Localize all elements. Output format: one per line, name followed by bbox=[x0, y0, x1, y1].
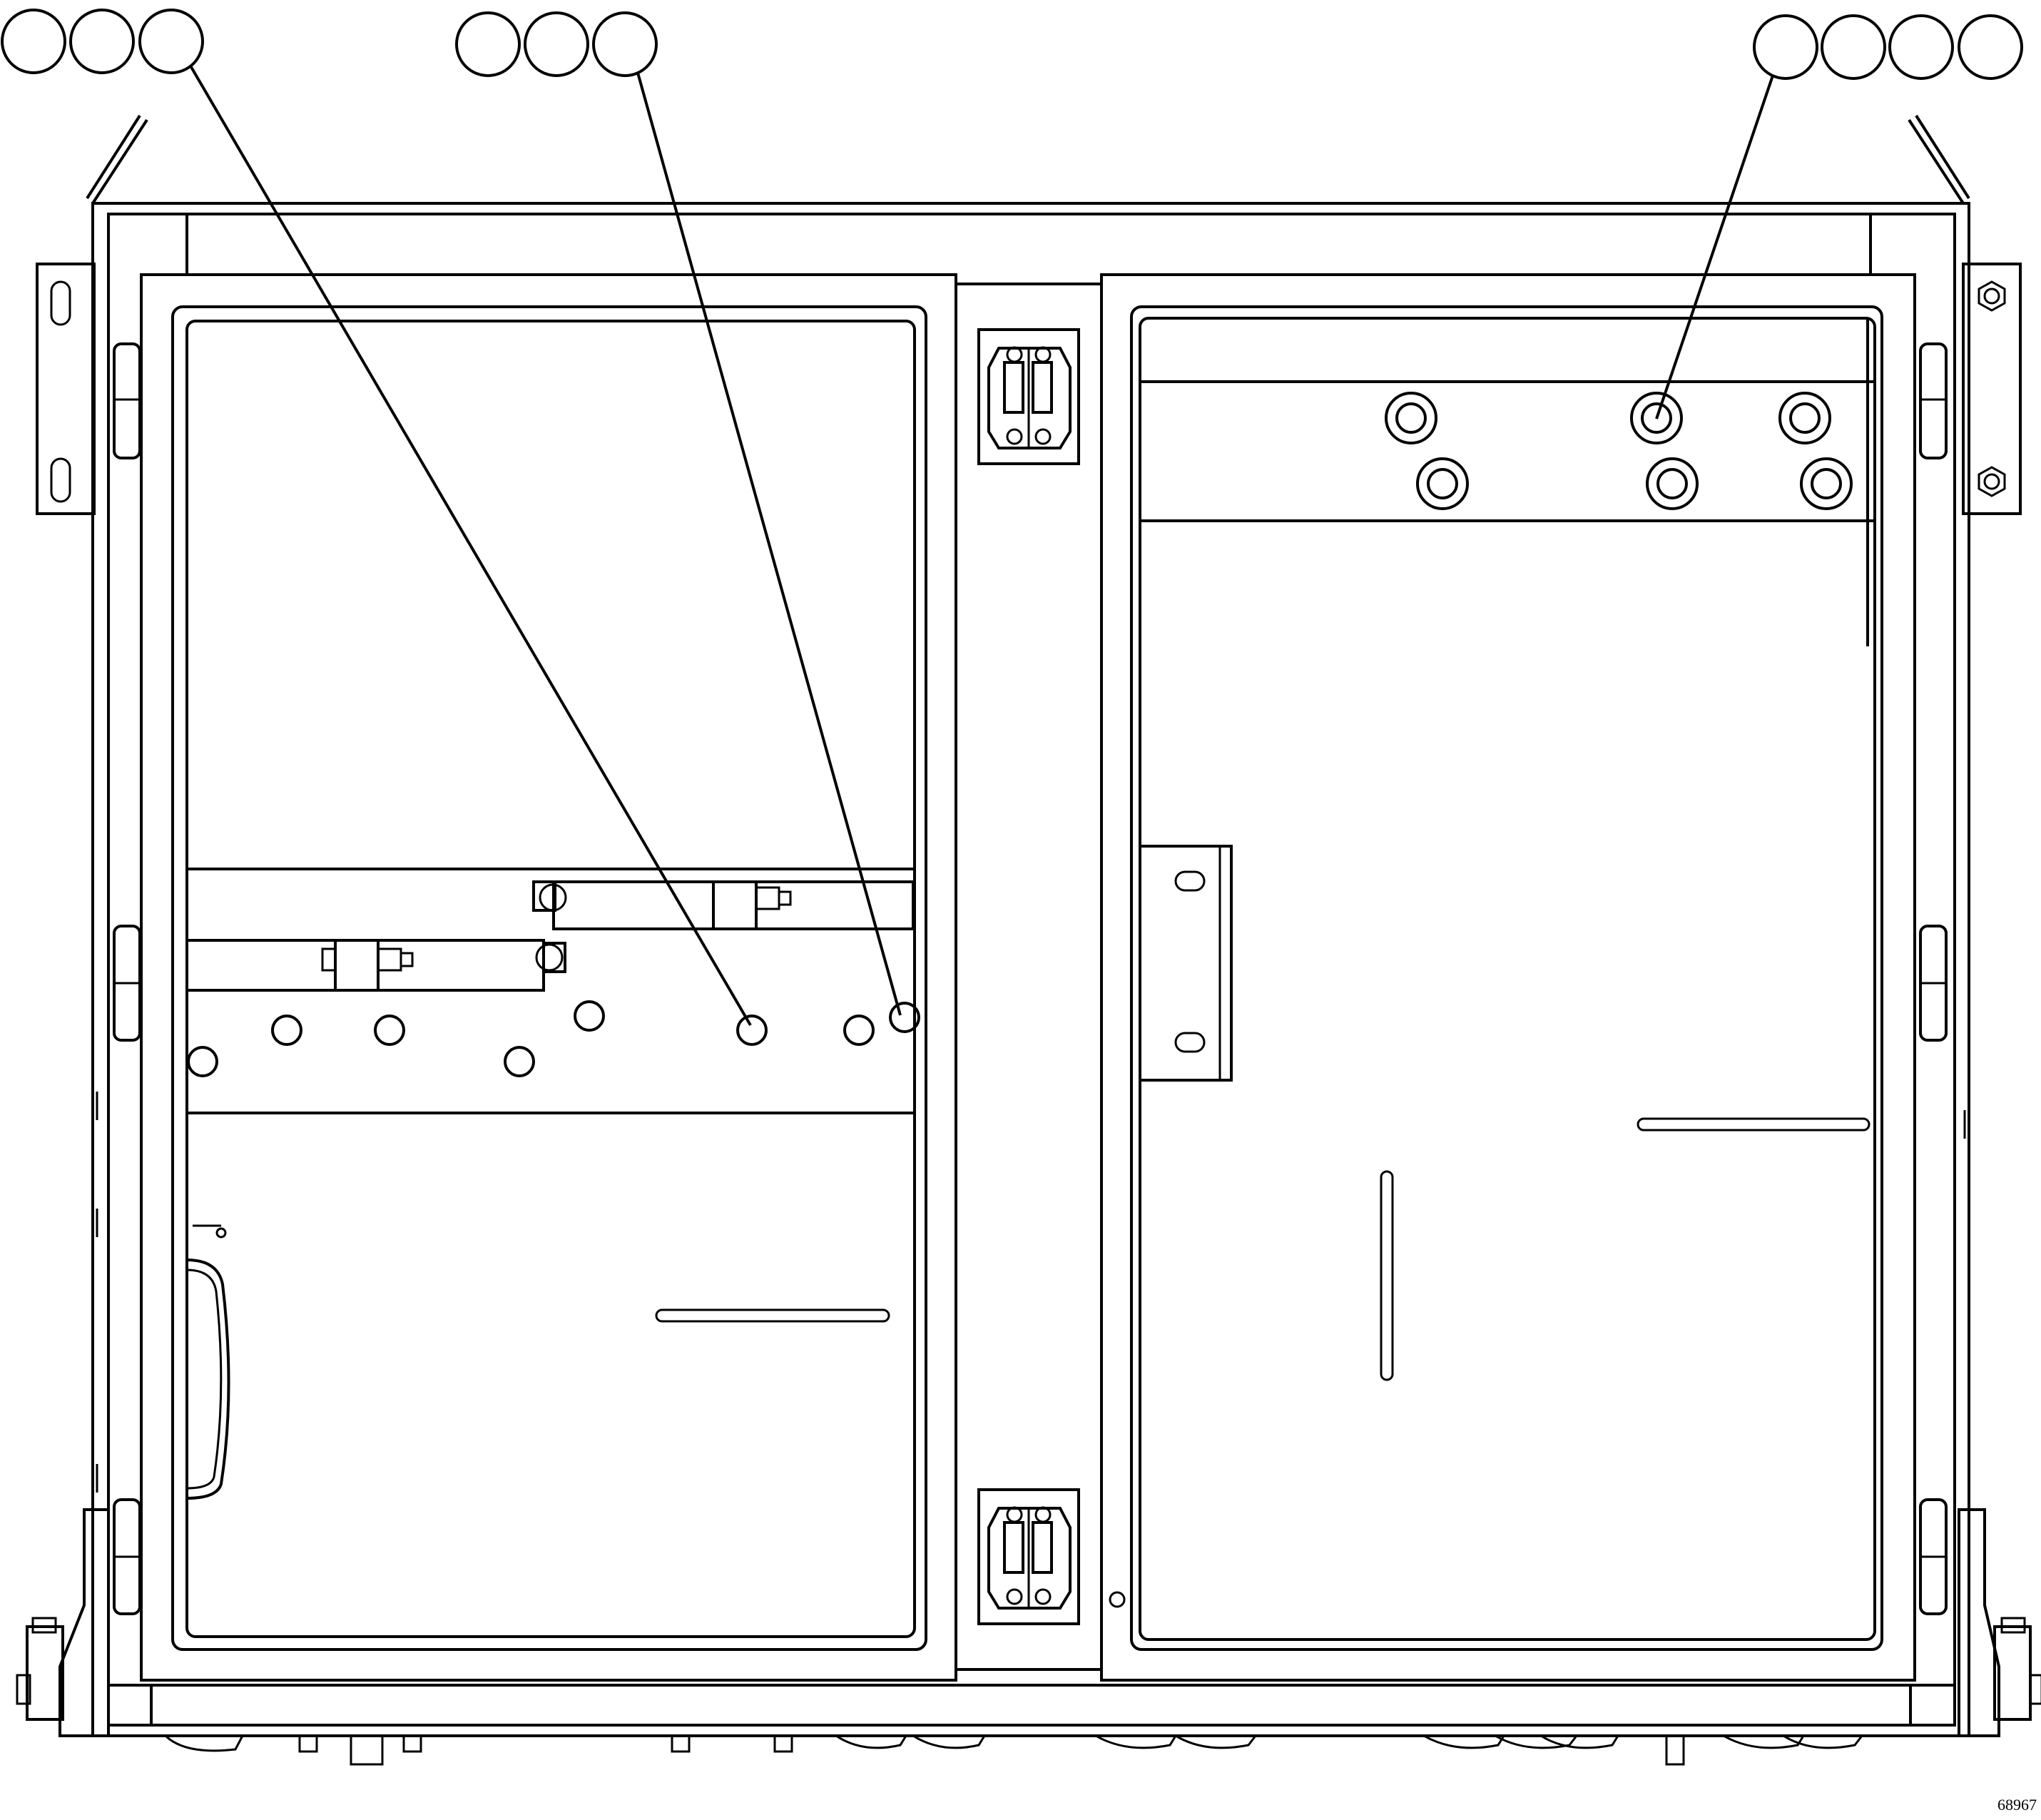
callout-8 bbox=[1821, 14, 1886, 80]
figure-number: 68967 bbox=[1997, 1796, 2037, 1814]
leader-line-left bbox=[190, 66, 752, 1027]
outer-frame bbox=[86, 114, 1970, 1737]
callout-2 bbox=[69, 9, 135, 74]
callout-1 bbox=[1, 9, 66, 74]
callout-group-top-left bbox=[1, 9, 204, 74]
left-hinges bbox=[113, 342, 141, 1615]
bottom-fittings bbox=[96, 1092, 1966, 1766]
callout-10 bbox=[1958, 14, 2023, 80]
bottom-left-foot bbox=[16, 1508, 110, 1737]
left-door bbox=[140, 273, 957, 1682]
callout-4 bbox=[455, 11, 521, 77]
callout-5 bbox=[524, 11, 589, 77]
callout-3 bbox=[138, 9, 204, 74]
callout-group-top-center bbox=[455, 11, 658, 77]
right-door bbox=[1100, 273, 1916, 1682]
latch-lower bbox=[977, 1488, 1080, 1625]
right-mounting-bracket bbox=[1962, 263, 2022, 515]
bottom-right-foot bbox=[1958, 1508, 2041, 1737]
left-mounting-bracket bbox=[36, 263, 96, 515]
latch-upper bbox=[977, 328, 1080, 465]
leader-line-right bbox=[1655, 75, 1774, 420]
right-hinges bbox=[1919, 342, 1948, 1615]
callout-9 bbox=[1888, 14, 1954, 80]
bolt-row-right-door bbox=[1385, 392, 1853, 510]
leader-lines bbox=[190, 66, 1774, 1027]
callout-7 bbox=[1753, 14, 1818, 80]
leader-line-center bbox=[636, 72, 902, 1016]
bolt-row-left-door bbox=[187, 1000, 920, 1077]
callout-group-top-right bbox=[1753, 14, 2023, 80]
callout-6 bbox=[592, 11, 658, 77]
center-post bbox=[956, 283, 1101, 1671]
